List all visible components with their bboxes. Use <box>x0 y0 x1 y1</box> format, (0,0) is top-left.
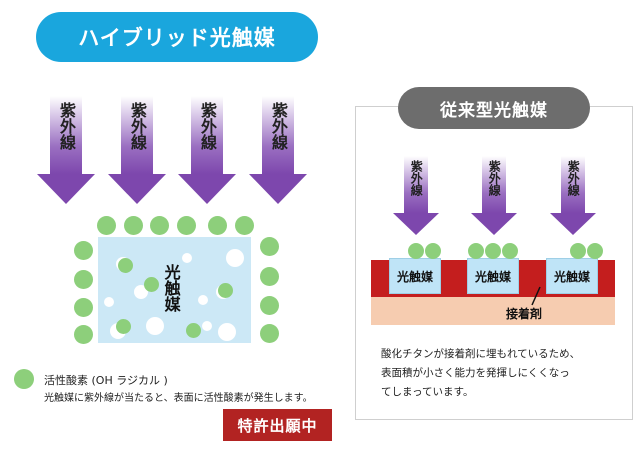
uv-arrow-label: 紫外線 <box>269 102 288 150</box>
legend-title: 活性酸素 (OH ラジカル ) <box>44 374 168 387</box>
active-oxygen-dot <box>260 237 279 256</box>
uv-arrow-head <box>471 213 517 235</box>
embedded-particle <box>202 321 212 331</box>
conventional-description-line: 表面積が小さく能力を発揮しにくくなっ <box>381 367 570 379</box>
conventional-description-line: てしまっています。 <box>381 386 474 398</box>
active-oxygen-dot <box>468 243 484 259</box>
hybrid-catalyst-label: 光触媒 <box>161 264 181 312</box>
uv-arrow: 紫外線 <box>550 156 596 235</box>
uv-arrow: 紫外線 <box>108 96 166 204</box>
uv-arrow-label: 紫外線 <box>409 160 424 196</box>
uv-arrow: 紫外線 <box>393 156 439 235</box>
conventional-catalyst-label: 光触媒 <box>396 269 433 284</box>
hybrid-catalyst-block: 光触媒 <box>98 237 251 343</box>
active-oxygen-dot <box>570 243 586 259</box>
embedded-particle <box>198 295 208 305</box>
adhesive-pointer-line <box>531 286 541 306</box>
uv-arrow-label: 紫外線 <box>198 102 217 150</box>
uv-arrow-head <box>393 213 439 235</box>
embedded-particle <box>182 253 192 263</box>
legend-active-oxygen-dot <box>14 369 34 389</box>
active-oxygen-dot <box>124 216 143 235</box>
embedded-particle <box>218 323 236 341</box>
active-oxygen-dot <box>116 319 131 334</box>
active-oxygen-dot <box>186 323 201 338</box>
uv-arrow: 紫外線 <box>471 156 517 235</box>
active-oxygen-dot <box>97 216 116 235</box>
embedded-particle <box>104 297 114 307</box>
conventional-title: 従来型光触媒 <box>440 100 548 121</box>
active-oxygen-dot <box>74 325 93 344</box>
active-oxygen-dot <box>208 216 227 235</box>
conventional-catalyst-block: 光触媒 <box>467 258 519 294</box>
conventional-catalyst-label: 光触媒 <box>474 269 511 284</box>
uv-arrow-label: 紫外線 <box>57 102 76 150</box>
active-oxygen-dot <box>74 298 93 317</box>
active-oxygen-dot <box>502 243 518 259</box>
active-oxygen-dot <box>218 283 233 298</box>
patent-pending-badge: 特許出願中 <box>223 409 332 441</box>
uv-arrow: 紫外線 <box>249 96 307 204</box>
uv-arrow-label: 紫外線 <box>128 102 147 150</box>
conventional-catalyst-block: 光触媒 <box>389 258 441 294</box>
conventional-title-badge: 従来型光触媒 <box>398 87 590 129</box>
embedded-particle <box>146 317 164 335</box>
uv-arrow-head <box>178 174 236 204</box>
uv-arrow-head <box>249 174 307 204</box>
active-oxygen-dot <box>235 216 254 235</box>
active-oxygen-dot <box>260 324 279 343</box>
active-oxygen-dot <box>587 243 603 259</box>
active-oxygen-dot <box>74 241 93 260</box>
embedded-particle <box>226 249 244 267</box>
hybrid-title-badge: ハイブリッド光触媒 <box>36 12 318 62</box>
active-oxygen-dot <box>260 296 279 315</box>
active-oxygen-dot <box>425 243 441 259</box>
patent-pending-label: 特許出願中 <box>237 416 318 435</box>
active-oxygen-dot <box>485 243 501 259</box>
active-oxygen-dot <box>144 277 159 292</box>
active-oxygen-dot <box>408 243 424 259</box>
uv-arrow-head <box>550 213 596 235</box>
active-oxygen-dot <box>260 267 279 286</box>
uv-arrow-label: 紫外線 <box>487 160 502 196</box>
active-oxygen-dot <box>74 270 93 289</box>
hybrid-title: ハイブリッド光触媒 <box>78 26 276 50</box>
uv-arrow-head <box>37 174 95 204</box>
active-oxygen-dot <box>177 216 196 235</box>
conventional-description: 酸化チタンが接着剤に埋もれているため、 表面積が小さく能力を発揮しにくくなっ て… <box>381 345 627 402</box>
uv-arrow-label: 紫外線 <box>566 160 581 196</box>
uv-arrow-head <box>108 174 166 204</box>
conventional-catalyst-label: 光触媒 <box>553 269 590 284</box>
conventional-catalyst-block: 光触媒 <box>546 258 598 294</box>
uv-arrow: 紫外線 <box>178 96 236 204</box>
legend-description: 光触媒に紫外線が当たると、表面に活性酸素が発生します。 <box>44 393 313 404</box>
uv-arrow: 紫外線 <box>37 96 95 204</box>
conventional-description-line: 酸化チタンが接着剤に埋もれているため、 <box>381 348 581 360</box>
active-oxygen-dot <box>150 216 169 235</box>
adhesive-label: 接着剤 <box>506 307 543 321</box>
active-oxygen-dot <box>118 258 133 273</box>
